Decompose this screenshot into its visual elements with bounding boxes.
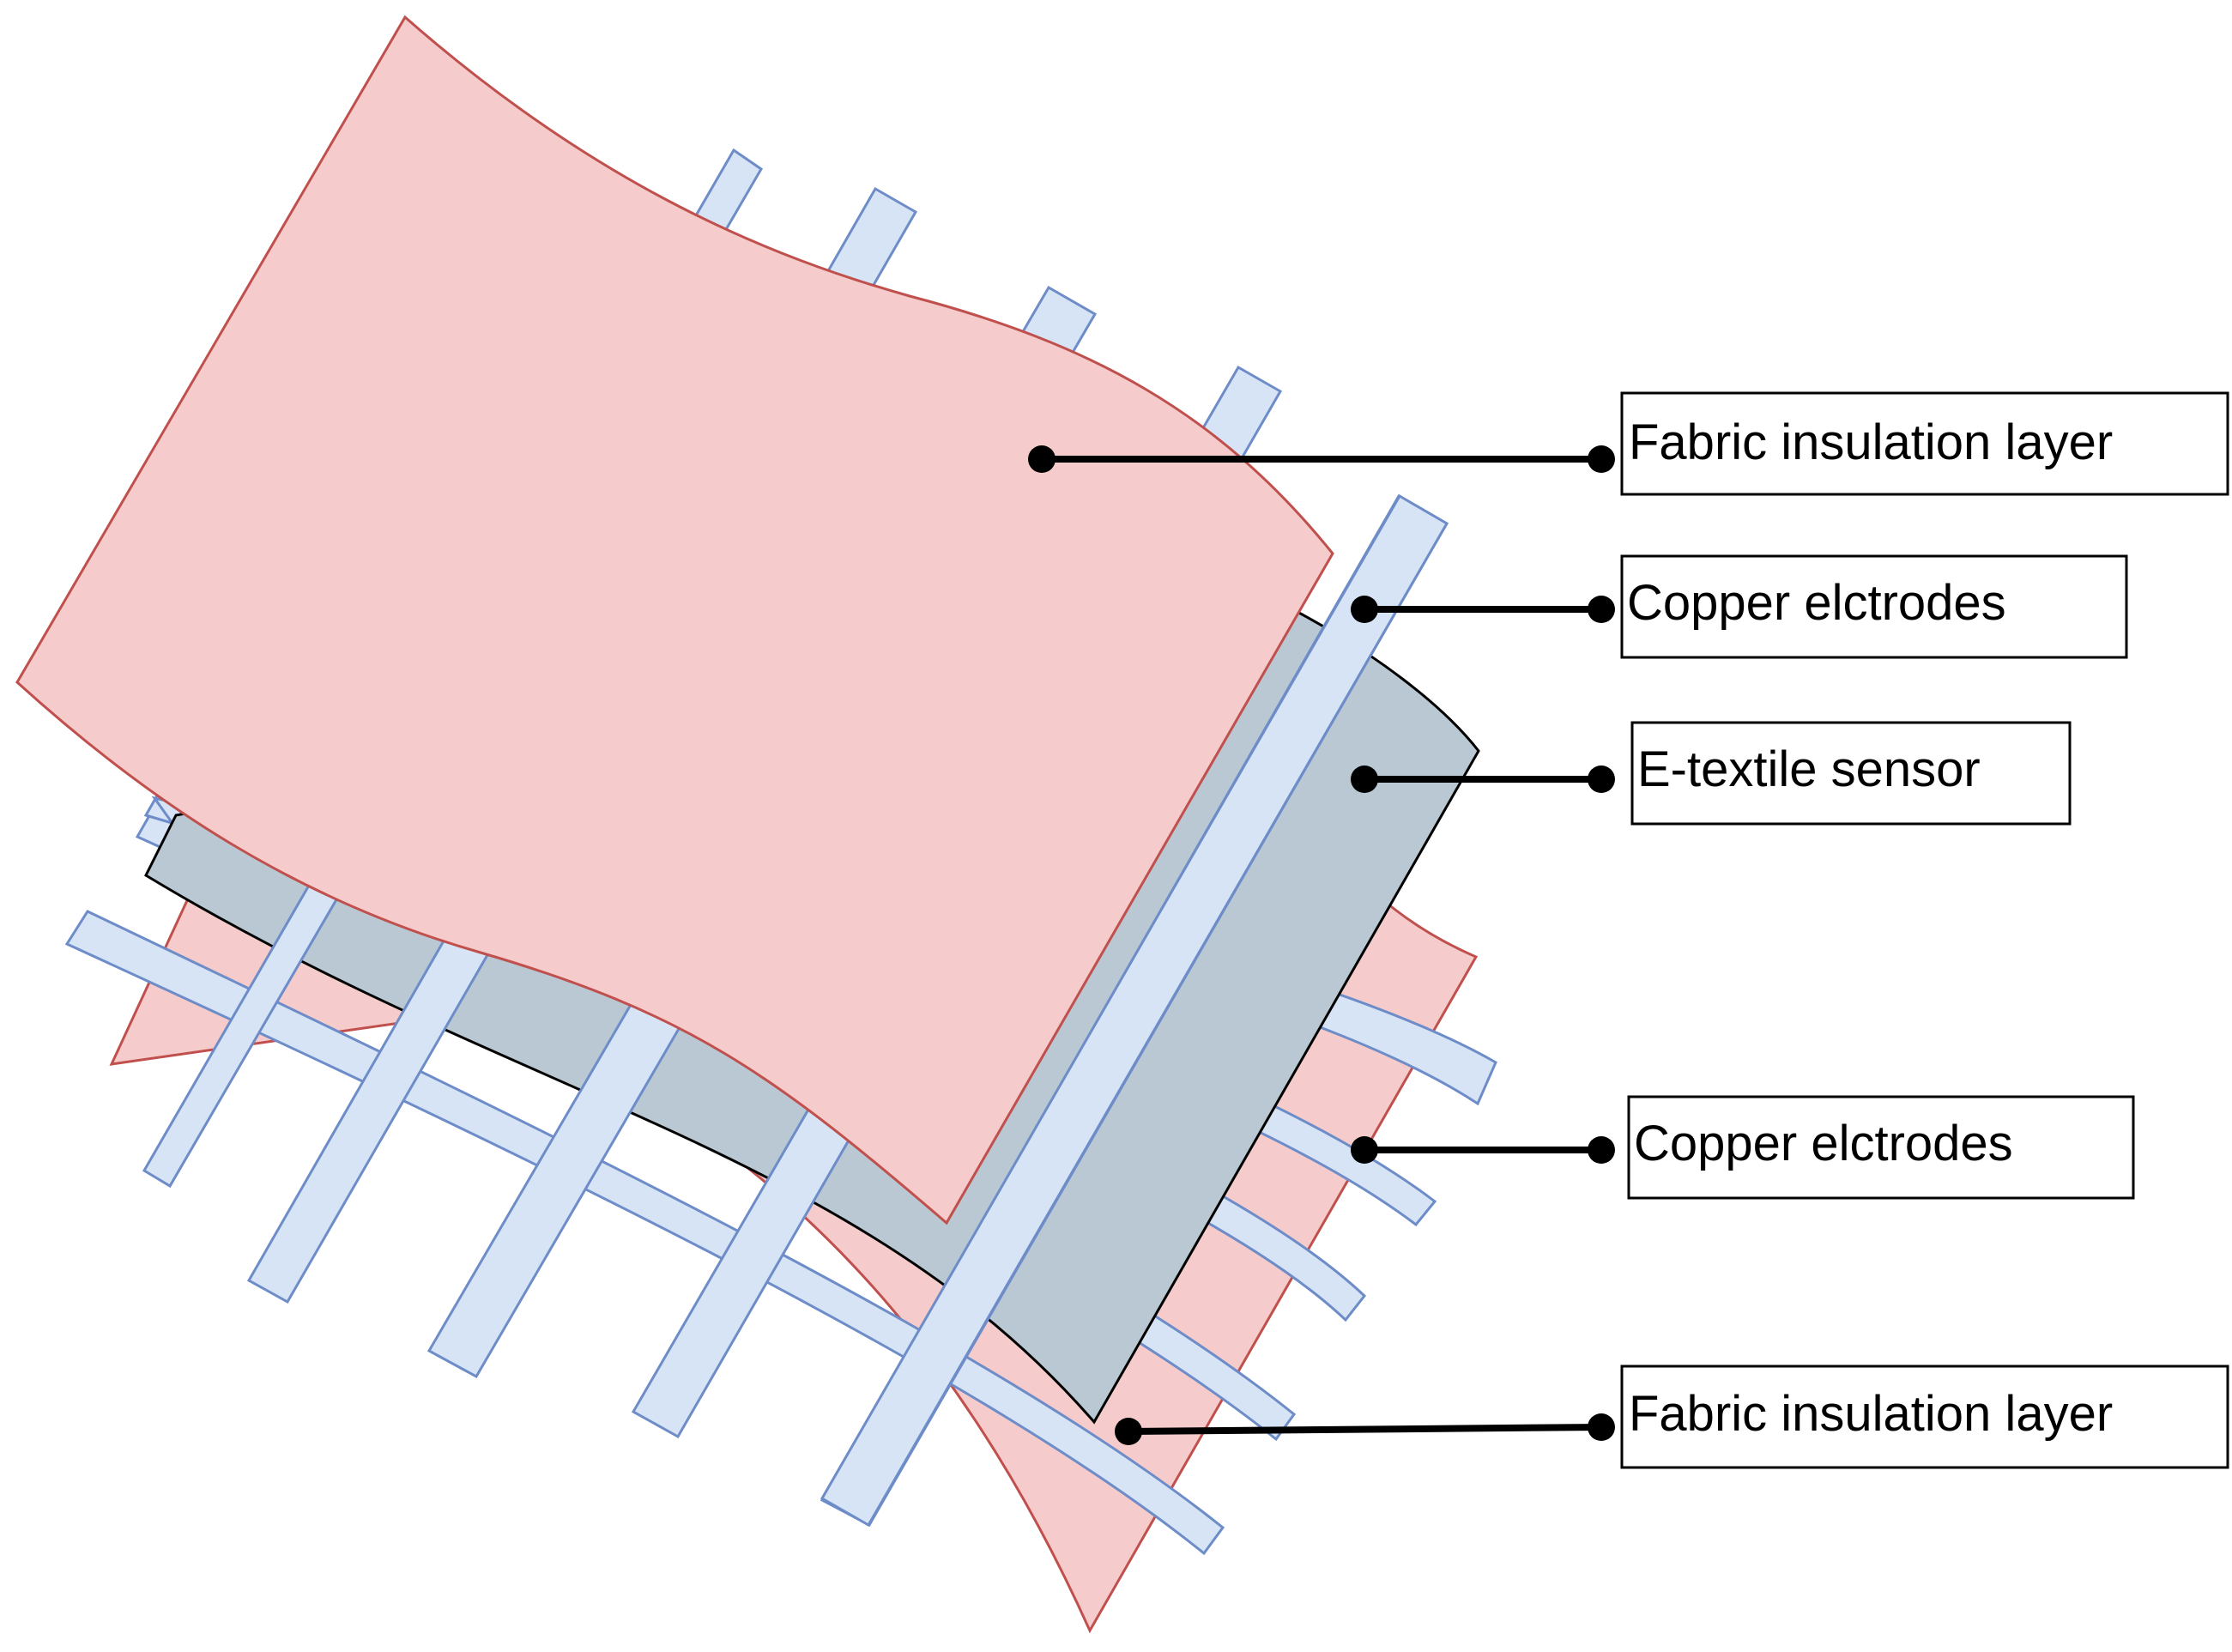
label-bottom-electrodes: Copper elctrodes (1634, 1116, 2013, 1171)
label-box-bottom-electrodes (1627, 1095, 2135, 1200)
label-sensor: E-textile sensor (1637, 741, 1981, 797)
leader-top-insulation (1028, 445, 1615, 473)
label-top-insulation: Fabric insulation layer (1629, 415, 2113, 470)
top-insulation-layer (15, 15, 1334, 1225)
leader-bottom-electrodes (1351, 1136, 1615, 1164)
label-bottom-insulation: Fabric insulation layer (1629, 1386, 2113, 1442)
label-box-sensor (1630, 721, 2072, 826)
label-box-top-electrodes (1620, 554, 2128, 659)
leader-bottom-insulation (1115, 1413, 1615, 1445)
leader-lines (1028, 445, 1615, 1445)
bottom-electrode-strip (64, 910, 1225, 1556)
label-boxes (1620, 391, 2229, 1469)
leader-top-electrodes (1351, 596, 1615, 623)
label-box-top-insulation (1620, 391, 2229, 496)
front-electrode-strip (820, 493, 1449, 1528)
label-box-bottom-insulation (1620, 1365, 2229, 1469)
leader-sensor (1351, 765, 1615, 793)
label-top-electrodes: Copper elctrodes (1627, 575, 2006, 631)
